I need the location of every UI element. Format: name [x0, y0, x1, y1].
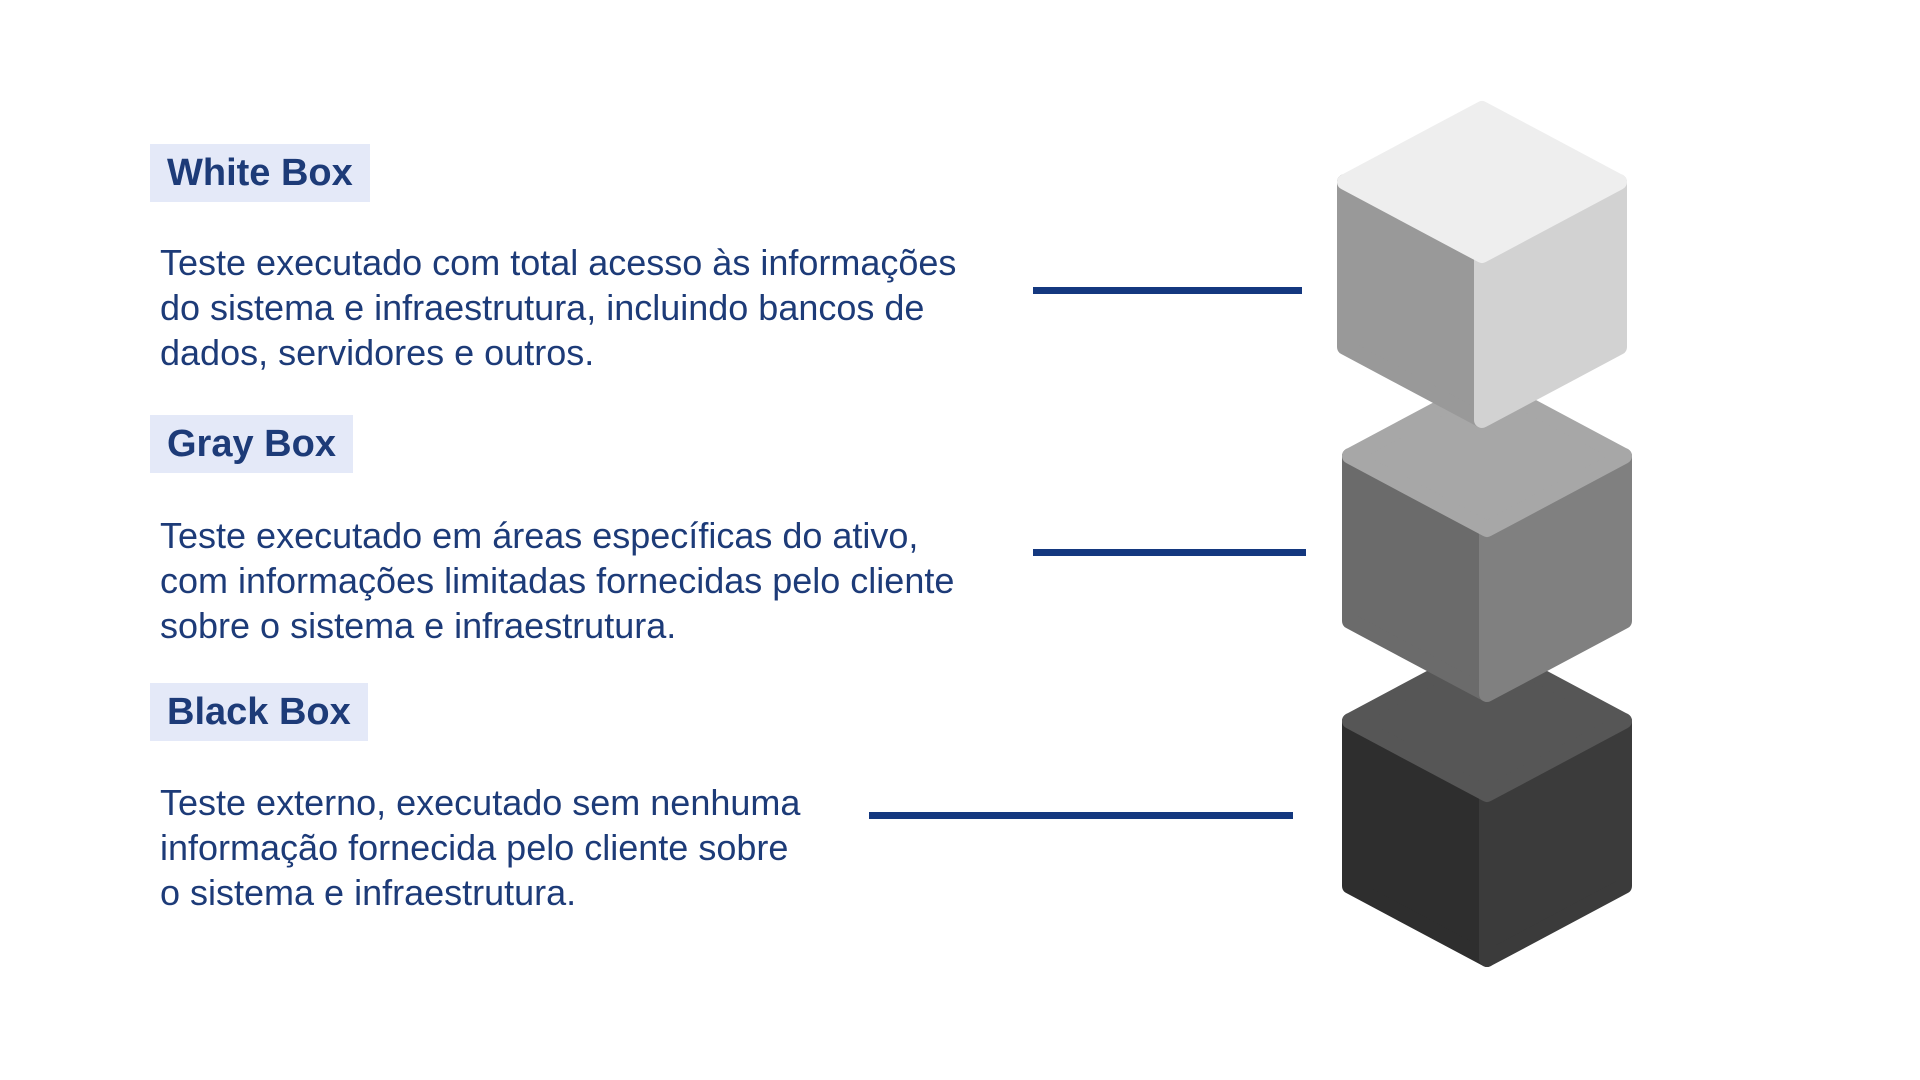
gray-box-description: Teste executado em áreas específicas do … [160, 513, 954, 648]
white-box-description: Teste executado com total acesso às info… [160, 240, 956, 375]
black-cube-top-face [1342, 640, 1632, 802]
description-line: do sistema e infraestrutura, incluindo b… [160, 287, 925, 328]
white-box-connector-line [1033, 287, 1302, 294]
gray-box-connector-line [1033, 549, 1306, 556]
gray-cube-top-face [1342, 375, 1632, 537]
description-line: Teste externo, executado sem nenhuma [160, 782, 801, 823]
description-line: informação fornecida pelo cliente sobre [160, 827, 789, 868]
white-box-label: White Box [150, 144, 370, 202]
description-line: com informações limitadas fornecidas pel… [160, 560, 955, 601]
black-cube-illustration [1342, 640, 1632, 967]
description-line: dados, servidores e outros. [160, 332, 595, 373]
black-box-connector-line [869, 812, 1293, 819]
white-cube-top-face [1337, 101, 1627, 263]
description-line: Teste executado com total acesso às info… [160, 242, 957, 283]
description-line: o sistema e infraestrutura. [160, 872, 577, 913]
gray-cube-illustration [1342, 375, 1632, 702]
black-box-description: Teste externo, executado sem nenhuma inf… [160, 780, 800, 915]
description-line: Teste executado em áreas específicas do … [160, 515, 919, 556]
gray-box-label: Gray Box [150, 415, 353, 473]
white-cube-illustration [1337, 101, 1627, 428]
black-box-label: Black Box [150, 683, 368, 741]
description-line: sobre o sistema e infraestrutura. [160, 605, 677, 646]
